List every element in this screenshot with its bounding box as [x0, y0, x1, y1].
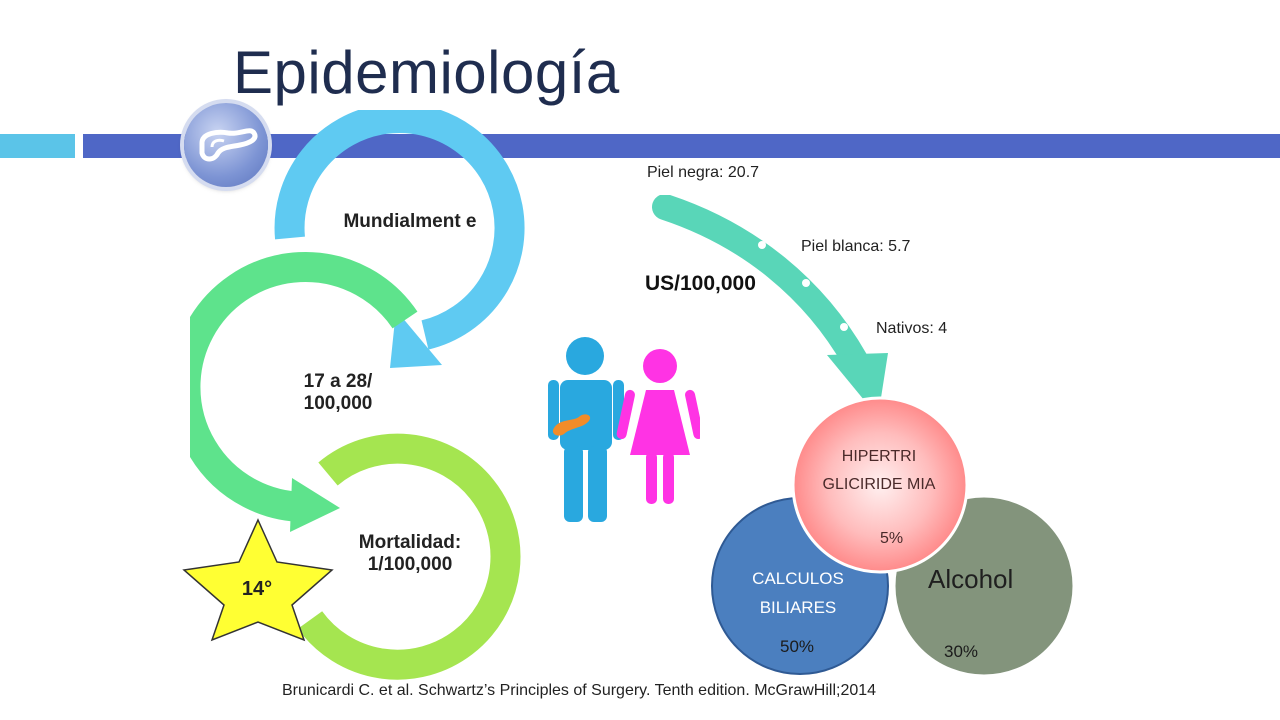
rate-piel-negra: Piel negra: 20.7: [646, 164, 760, 181]
header-bar-light: [0, 134, 75, 158]
arrow-mortalidad: [297, 433, 521, 680]
pancreas-icon: [199, 128, 258, 162]
cycle-label-incidencia: 17 a 28/ 100,000: [303, 371, 373, 414]
arrow-mundial: [274, 110, 525, 350]
venn-hipertrigliceridemia: [791, 396, 969, 574]
female-person-icon: [616, 349, 700, 504]
cycle-label-mundial: Mundialment e: [343, 211, 477, 232]
people-icons: [548, 337, 700, 522]
venn-pct-hipertrigliceridemia: 5%: [880, 530, 904, 547]
cycle-arrows: [190, 110, 525, 680]
rank-label: 14°: [241, 578, 273, 600]
cycle-label-mortalidad: Mortalidad: 1/100,000: [358, 532, 462, 575]
star-icon: [182, 518, 334, 642]
venn-label-calculos: CALCULOS BILIARES: [752, 569, 844, 617]
citation: Brunicardi C. et al. Schwartz’s Principl…: [282, 682, 877, 699]
pancreas-logo: [184, 103, 268, 187]
arrow-mundial-head: [390, 310, 442, 368]
header-bar-dark: [83, 134, 1280, 158]
venn-label-hipertrigliceridemia: HIPERTRI GLICIRIDE MIA: [822, 448, 936, 493]
rate-unit-label: US/100,000: [645, 272, 756, 295]
venn-pct-calculos: 50%: [780, 637, 815, 656]
page-title: Epidemiología: [233, 39, 620, 106]
rate-piel-blanca: Piel blanca: 5.7: [801, 238, 911, 255]
venn-label-alcohol: Alcohol: [928, 564, 1014, 594]
male-person-icon: [548, 337, 624, 522]
causes-venn: [711, 396, 1076, 678]
venn-pct-alcohol: 30%: [944, 642, 979, 661]
arrow-incidencia-head: [290, 478, 340, 532]
rate-nativos: Nativos: 4: [876, 320, 948, 337]
arrow-incidencia: [190, 252, 418, 522]
